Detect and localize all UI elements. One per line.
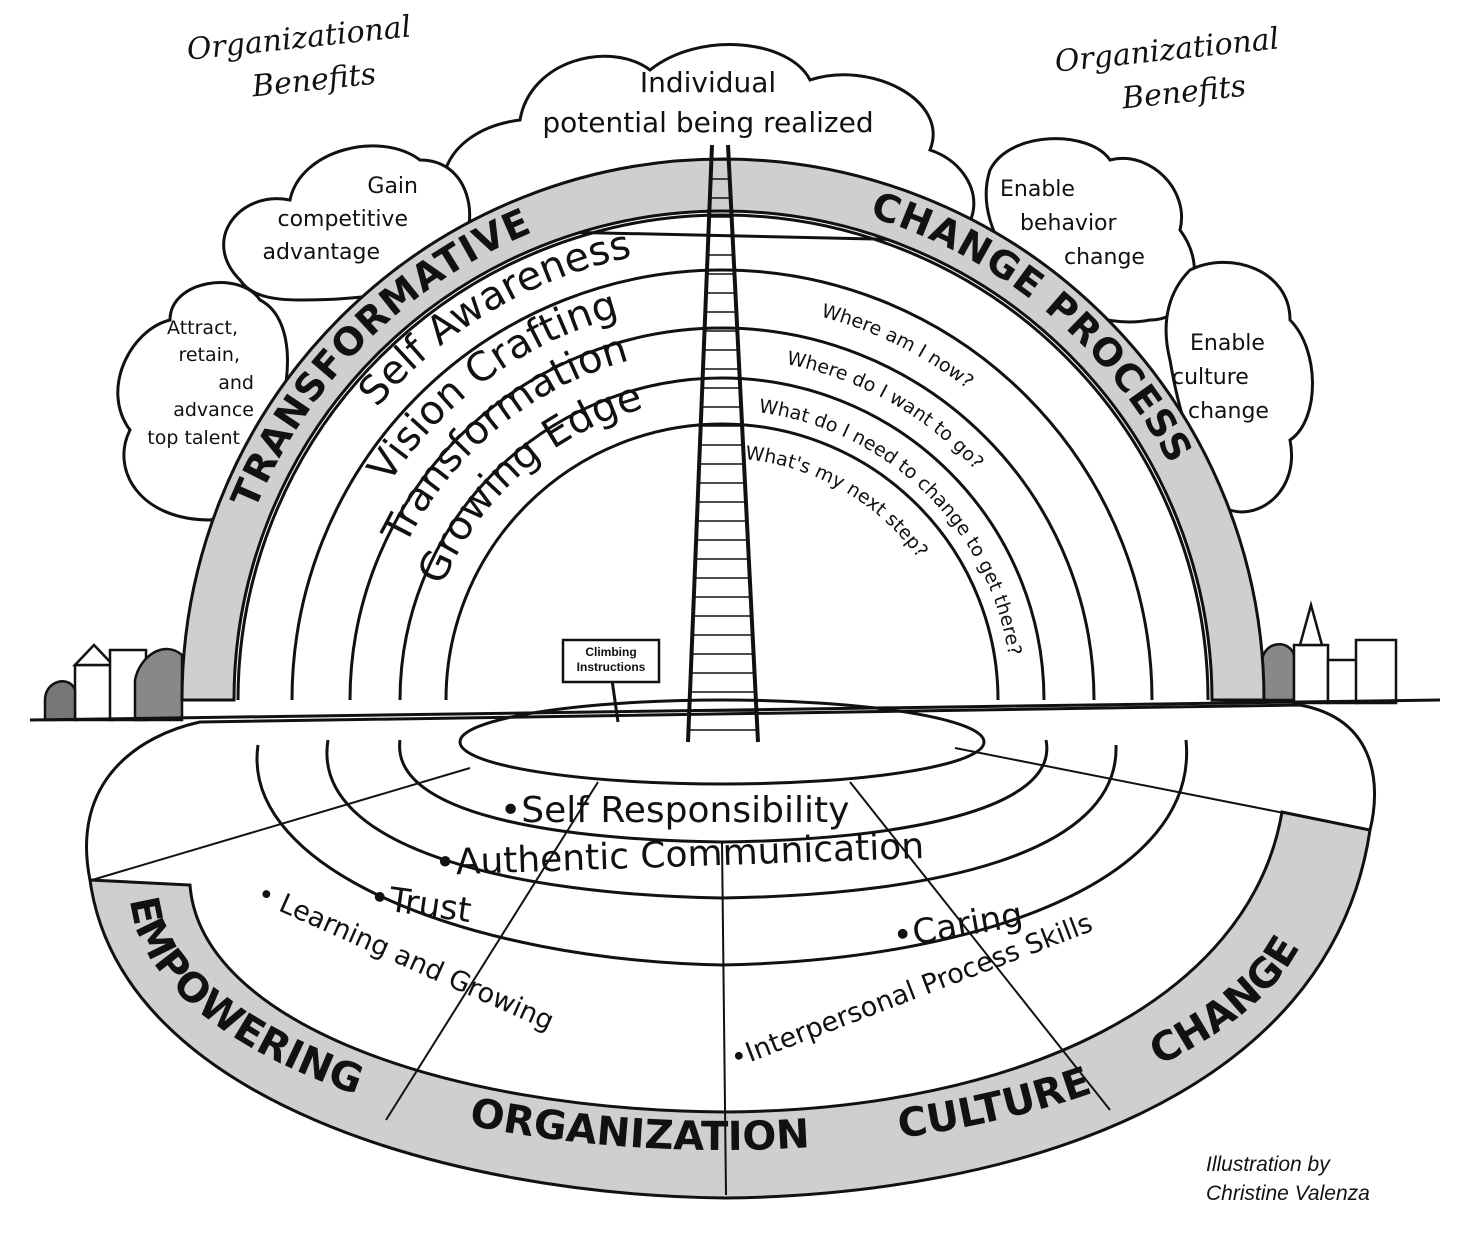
credit-line-1: Illustration by bbox=[1206, 1153, 1330, 1176]
cloud-lower-left-line-4: advance bbox=[173, 399, 254, 421]
ground-outer-band bbox=[88, 810, 1372, 1200]
cloud-upper-left-line-3: advantage bbox=[263, 240, 381, 265]
cloud-upper-right-line-3: change bbox=[1064, 245, 1145, 270]
heading-left-line-1: Organizational bbox=[185, 9, 413, 67]
benefits-heading-right: Organizational Benefits bbox=[1053, 21, 1281, 116]
value-authentic-communication: •Authentic Communication bbox=[434, 826, 925, 884]
ladder-rungs bbox=[688, 159, 758, 731]
value-self-responsibility: •Self Responsibility bbox=[500, 790, 849, 831]
cloud-lower-left-line-3: and bbox=[218, 372, 254, 394]
climbing-instructions-sign: Climbing Instructions bbox=[561, 638, 661, 723]
sign-line-1: Climbing bbox=[585, 645, 636, 659]
heading-right-line-2: Benefits bbox=[1119, 69, 1247, 117]
ground-outer-rim bbox=[85, 703, 1376, 881]
cloud-lower-left-line-1: Attract, bbox=[167, 317, 238, 339]
heading-right-line-1: Organizational bbox=[1053, 21, 1281, 79]
cloud-top-line-2: potential being realized bbox=[542, 106, 873, 139]
ground-ring-1 bbox=[458, 698, 986, 786]
cloud-top-line-1: Individual bbox=[640, 66, 776, 99]
illustration-credit: Illustration by Christine Valenza bbox=[1206, 1150, 1436, 1208]
sign-line-2: Instructions bbox=[577, 660, 646, 674]
city-skyline-right bbox=[1260, 600, 1398, 705]
cloud-upper-right-line-1: Enable bbox=[1000, 177, 1075, 202]
heading-left-line-2: Benefits bbox=[249, 57, 377, 105]
credit-line-2: Christine Valenza bbox=[1206, 1182, 1370, 1205]
cloud-upper-left-line-2: competitive bbox=[277, 207, 408, 232]
cloud-lower-left-line-5: top talent bbox=[147, 427, 240, 449]
benefits-heading-left: Organizational Benefits bbox=[185, 9, 413, 104]
ground-ring-4 bbox=[255, 739, 1189, 967]
cloud-lower-right-line-2: culture bbox=[1172, 365, 1249, 390]
cloud-texts: Individual potential being realized Gain… bbox=[147, 66, 1269, 449]
horizon-line bbox=[29, 698, 1441, 722]
cloud-lower-right-line-1: Enable bbox=[1190, 331, 1265, 356]
rainbow-arches bbox=[180, 157, 1266, 702]
rainbow-outer-band bbox=[180, 157, 1266, 702]
cloud-lower-left-line-2: retain, bbox=[178, 344, 240, 366]
cloud-upper-right-line-2: behavior bbox=[1020, 211, 1118, 236]
ground-platform bbox=[85, 698, 1376, 1200]
value-trust: •Trust bbox=[367, 877, 474, 931]
cloud-lower-right-line-3: change bbox=[1188, 399, 1269, 424]
city-skyline-left bbox=[43, 643, 184, 722]
ladder bbox=[686, 144, 760, 743]
core-values: •Self Responsibility •Authentic Communic… bbox=[252, 790, 1097, 1075]
rainbow-inner-arcs bbox=[236, 213, 1210, 701]
cloud-upper-left-line-1: Gain bbox=[367, 174, 418, 199]
